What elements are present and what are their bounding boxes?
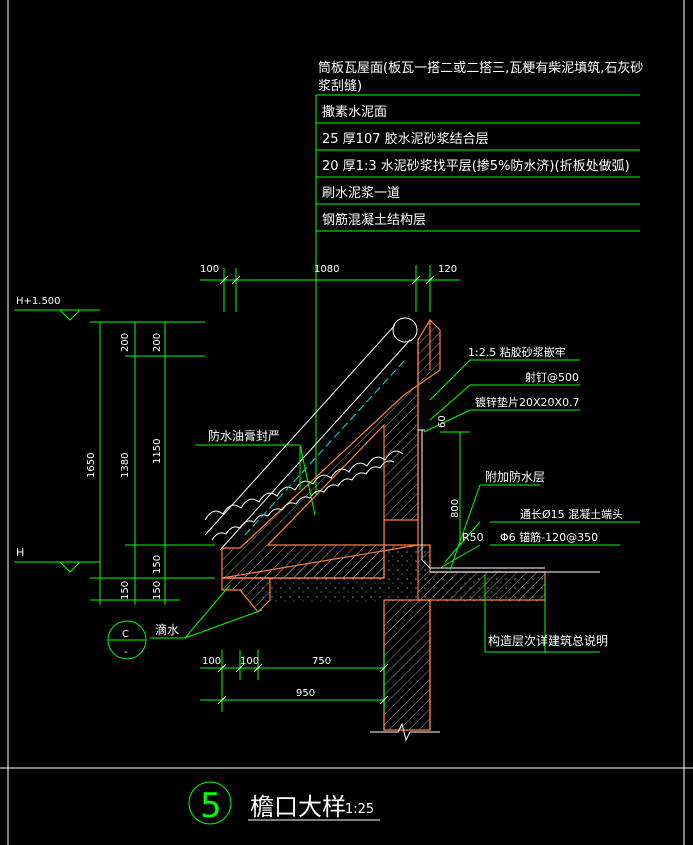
dim-200-a: 200: [120, 333, 131, 352]
labels: 1:2.5 粘胶砂浆嵌牢 射钉@500 镀锌垫片20X20X0.7 60 防水油…: [155, 345, 623, 648]
note-line4: 20 厚1:3 水泥砂浆找平层(掺5%防水济)(折板处做弧): [322, 158, 630, 174]
section-marker-c: C: [122, 629, 129, 640]
dim-bottom-100-b: 100: [240, 656, 259, 667]
dim-top-120: 120: [438, 264, 457, 275]
note-line6: 钢筋混凝土结构层: [322, 212, 426, 228]
elev-h: H: [16, 546, 24, 559]
concrete-structure: [221, 319, 600, 742]
dim-150-c: 150: [152, 581, 163, 600]
notes-table: 筒板瓦屋面(板瓦一搭二或二搭三,瓦梗有柴泥填筑,石灰砂 浆刮缝) 撒素水泥面 2…: [315, 60, 643, 515]
elev-h1500: H+1.500: [16, 296, 61, 307]
dim-1150: 1150: [152, 439, 163, 464]
dim-bottom-100-a: 100: [202, 656, 221, 667]
note-line2: 撒素水泥面: [322, 104, 387, 120]
dim-150-b: 150: [120, 581, 131, 600]
label-extra-waterproof: 附加防水层: [485, 469, 545, 484]
title-block: 5 檐口大样 1:25: [188, 781, 380, 826]
label-r50: R50: [462, 531, 484, 544]
dim-1650: 1650: [86, 453, 97, 478]
dim-bottom-950: 950: [296, 688, 315, 699]
label-mortar: 1:2.5 粘胶砂浆嵌牢: [468, 345, 566, 359]
dim-150-a: 150: [152, 555, 163, 574]
label-sealant: 防水油膏封严: [208, 428, 280, 443]
dim-top-1080: 1080: [314, 264, 339, 275]
detail-title: 檐口大样: [250, 793, 346, 821]
label-long-bar: 通长Ø15 混凝土端头: [520, 507, 623, 521]
section-marker-dash: -: [124, 647, 128, 658]
dim-bottom-750: 750: [312, 656, 331, 667]
label-800: 800: [450, 499, 461, 518]
note-line5: 刷水泥浆一道: [322, 186, 400, 201]
label-drip: 滴水: [155, 622, 179, 637]
dim-200-b: 200: [152, 333, 163, 352]
label-nail: 射钉@500: [525, 370, 579, 384]
top-dimension: 100 1080 120: [200, 264, 460, 312]
left-dimensions: 200 200 1650 1380 1150 150 150 150: [86, 321, 215, 605]
detail-number: 5: [200, 786, 222, 826]
elevation-markers: H+1.500 H: [14, 296, 100, 573]
section-marker: C -: [107, 620, 147, 660]
note-line1b: 浆刮缝): [318, 79, 362, 94]
bottom-dimensions: 100 100 750 950: [200, 650, 389, 712]
note-line1a: 筒板瓦屋面(板瓦一搭二或二搭三,瓦梗有柴泥填筑,石灰砂: [318, 60, 643, 76]
label-build-note: 构造层次详建筑总说明: [488, 633, 608, 648]
dim-1380: 1380: [120, 453, 131, 478]
dim-top-100: 100: [200, 264, 219, 275]
label-anchor: Φ6 锚筋-120@350: [500, 530, 598, 544]
roof-tiles: [204, 317, 418, 551]
detail-scale: 1:25: [345, 802, 374, 817]
label-washer: 镀锌垫片20X20X0.7: [475, 395, 580, 409]
leader-lines: [150, 359, 640, 653]
note-line3: 25 厚107 胶水泥砂浆结合层: [322, 131, 489, 147]
label-60: 60: [437, 415, 448, 428]
